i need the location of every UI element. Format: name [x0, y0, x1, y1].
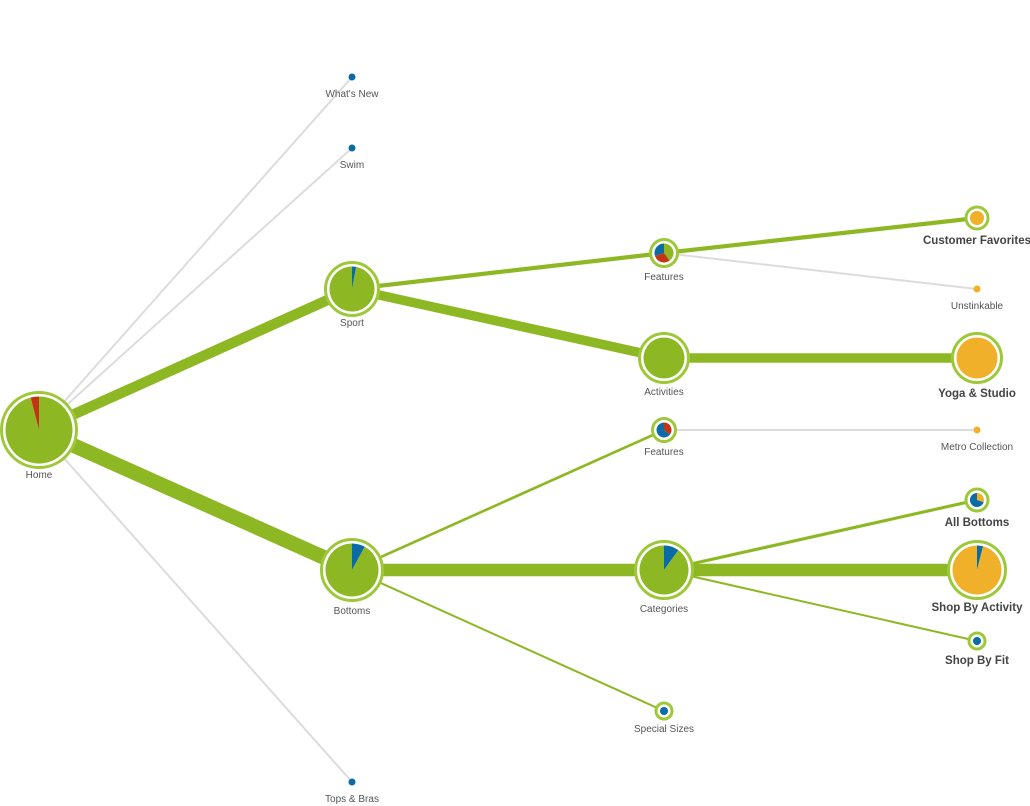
node-categories[interactable]: Categories: [634, 540, 694, 616]
node-home[interactable]: Home: [0, 391, 78, 482]
node-all-bottoms-pie-slice-0: [977, 493, 985, 503]
node-bottoms-pie-slice-0: [352, 543, 365, 570]
node-label-shop-by-activity: Shop By Activity: [932, 602, 1024, 614]
node-label-home: Home: [26, 470, 53, 481]
node-label-metro-collection: Metro Collection: [941, 442, 1013, 453]
links-layer: [35, 76, 978, 783]
node-sport-pie-slice-0: [352, 266, 357, 289]
node-unstinkable[interactable]: Unstinkable: [951, 285, 1004, 313]
node-swim-pie-slice: [348, 144, 356, 152]
node-home-pie-slice-1: [30, 396, 39, 430]
link-home-to-bottoms: [35, 423, 356, 577]
node-features-bottoms[interactable]: Features: [644, 417, 684, 459]
node-metro-collection-pie-slice: [973, 426, 981, 434]
node-whats-new[interactable]: What's New: [325, 73, 379, 101]
node-yoga-studio[interactable]: Yoga & Studio: [938, 332, 1016, 401]
node-all-bottoms-pie-slice-1: [970, 493, 984, 508]
node-home-pie-slice-0: [5, 396, 73, 464]
node-label-customer-favorites: Customer Favorites: [923, 235, 1030, 247]
node-features-sport-pie-slice-2: [654, 243, 664, 256]
link-features-sport-to-customer-favorites: [663, 215, 978, 256]
node-label-activities: Activities: [644, 387, 683, 398]
link-categories-to-shop-by-fit: [663, 569, 978, 642]
node-label-sport: Sport: [340, 318, 364, 329]
node-shop-by-fit-pie-slice: [973, 637, 981, 645]
link-sport-to-features-sport: [351, 250, 665, 292]
node-customer-favorites-pie-slice: [970, 211, 984, 225]
node-features-bottoms-pie-slice-1: [656, 422, 671, 438]
node-label-features-bottoms: Features: [644, 447, 683, 458]
node-sport-pie-slice-1: [329, 266, 375, 312]
node-sport[interactable]: Sport: [324, 261, 380, 330]
node-special-sizes-pie-slice: [660, 707, 668, 715]
node-features-sport[interactable]: Features: [644, 238, 684, 284]
node-features-bottoms-pie-slice-0: [664, 422, 672, 435]
node-all-bottoms[interactable]: All Bottoms: [945, 487, 1010, 529]
node-swim[interactable]: Swim: [340, 144, 364, 172]
node-shop-by-activity-pie-slice-1: [952, 545, 1002, 595]
link-features-sport-to-unstinkable: [663, 252, 978, 290]
node-categories-pie-slice-0: [664, 545, 679, 570]
node-label-all-bottoms: All Bottoms: [945, 517, 1010, 529]
link-bottoms-to-special-sizes: [351, 569, 665, 712]
node-shop-by-fit[interactable]: Shop By Fit: [945, 631, 1009, 667]
node-label-tops-bras: Tops & Bras: [325, 794, 379, 805]
node-bottoms-pie-slice-1: [325, 543, 379, 597]
node-label-swim: Swim: [340, 160, 364, 171]
node-special-sizes[interactable]: Special Sizes: [634, 701, 694, 735]
link-categories-to-all-bottoms: [663, 498, 978, 572]
link-bottoms-to-features-bottoms: [351, 428, 665, 572]
node-label-unstinkable: Unstinkable: [951, 301, 1004, 312]
node-bottoms[interactable]: Bottoms: [320, 538, 384, 618]
node-activities-pie-slice: [643, 337, 685, 379]
node-yoga-studio-pie-slice: [956, 337, 998, 379]
node-label-bottoms: Bottoms: [334, 606, 371, 617]
node-features-sport-pie-slice-0: [664, 243, 674, 261]
link-home-to-tops-bras: [38, 429, 353, 783]
node-unstinkable-pie-slice: [973, 285, 981, 293]
link-home-to-whats-new: [38, 76, 353, 431]
node-customer-favorites[interactable]: Customer Favorites: [923, 205, 1030, 247]
link-home-to-swim: [38, 147, 353, 431]
node-tops-bras-pie-slice: [348, 778, 356, 786]
node-whats-new-pie-slice: [348, 73, 356, 81]
node-shop-by-activity-pie-slice-0: [977, 545, 984, 570]
node-label-special-sizes: Special Sizes: [634, 724, 694, 735]
node-activities[interactable]: Activities: [638, 332, 690, 399]
node-label-whats-new: What's New: [325, 89, 379, 100]
node-categories-pie-slice-1: [639, 545, 689, 595]
node-shop-by-activity[interactable]: Shop By Activity: [932, 540, 1024, 615]
node-features-sport-pie-slice-1: [654, 253, 670, 263]
node-metro-collection[interactable]: Metro Collection: [941, 426, 1013, 454]
node-label-yoga-studio: Yoga & Studio: [938, 388, 1016, 400]
link-home-to-sport: [36, 284, 355, 435]
node-label-features-sport: Features: [644, 272, 683, 283]
node-tops-bras[interactable]: Tops & Bras: [325, 778, 379, 806]
node-label-categories: Categories: [640, 604, 688, 615]
link-sport-to-activities: [350, 284, 666, 363]
node-label-shop-by-fit: Shop By Fit: [945, 655, 1009, 667]
